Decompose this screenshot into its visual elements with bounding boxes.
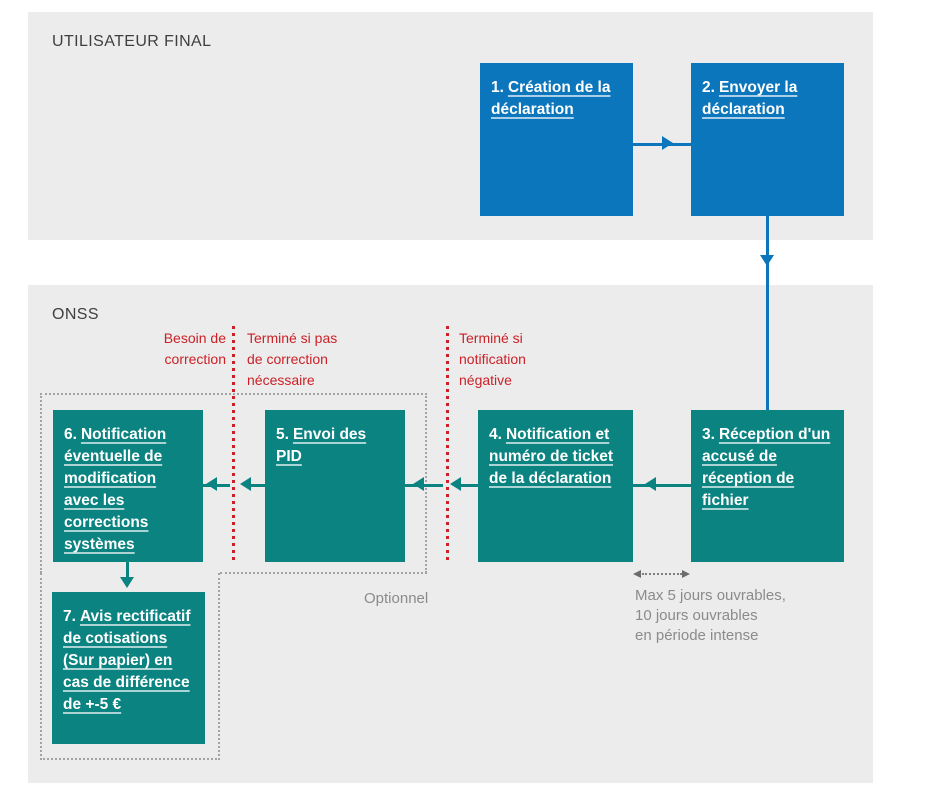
step-link-creation-declaration[interactable]: Création de la déclaration — [491, 79, 611, 118]
arrowhead-right-icon — [662, 136, 673, 150]
step-number: 4. — [489, 426, 502, 443]
step-number: 7. — [63, 608, 76, 625]
step-link-notification-ticket[interactable]: Notification et numéro de ticket de la d… — [489, 426, 614, 487]
step-box-5: 5.Envoi des PID — [265, 410, 405, 562]
step-box-4: 4.Notification et numéro de ticket de la… — [478, 410, 633, 562]
step-link-envoyer-declaration[interactable]: Envoyer la déclaration — [702, 79, 798, 118]
step-box-7: 7.Avis rectificatif de cotisations (Sur … — [52, 592, 205, 744]
step-link-notification-modification[interactable]: Notification éventuelle de modification … — [64, 426, 167, 553]
arrowhead-left-icon — [206, 477, 217, 491]
optional-zone-outline-bottom — [40, 573, 220, 760]
arrowhead-right-icon — [682, 570, 690, 578]
arrowhead-down-icon — [760, 255, 774, 266]
step-number: 1. — [491, 79, 504, 96]
arrow-line-5-to-6-right — [249, 484, 265, 487]
arrowhead-down-icon — [120, 577, 134, 588]
arrowhead-left-icon — [645, 477, 656, 491]
arrowhead-left-icon — [413, 477, 424, 491]
arrow-line-4-to-5-left — [405, 484, 443, 487]
note-besoin-de-correction: Besoin de correction — [163, 330, 226, 367]
note-termine-si-notification: Terminé si notification négative — [459, 330, 526, 388]
note-max-delai: Max 5 jours ouvrables, 10 jours ouvrable… — [635, 587, 786, 644]
red-dotted-separator-correction — [232, 326, 235, 562]
red-dotted-separator-notification — [446, 326, 449, 562]
step-link-avis-rectificatif[interactable]: Avis rectificatif de cotisations (Sur pa… — [63, 608, 191, 713]
step-number: 6. — [64, 426, 77, 443]
step-box-6: 6.Notification éventuelle de modificatio… — [53, 410, 203, 562]
step-number: 3. — [702, 426, 715, 443]
section-title-onss: ONSS — [52, 306, 99, 323]
optional-zone-outline-edge — [220, 572, 427, 574]
section-title-utilisateur-final: UTILISATEUR FINAL — [52, 33, 212, 50]
arrow-line-4-to-5-right — [459, 484, 478, 487]
step-box-2: 2.Envoyer la déclaration — [691, 63, 844, 216]
note-optionnel: Optionnel — [364, 590, 429, 607]
step-link-reception-accuse[interactable]: Réception d'un accusé de réception de fi… — [702, 426, 831, 509]
delay-dotted-line — [642, 573, 682, 575]
arrowhead-left-icon — [240, 477, 251, 491]
arrowhead-left-icon — [633, 570, 641, 578]
step-box-1: 1.Création de la déclaration — [480, 63, 633, 216]
arrowhead-left-icon — [450, 477, 461, 491]
step-box-3: 3.Réception d'un accusé de réception de … — [691, 410, 844, 562]
step-link-envoi-pid[interactable]: Envoi des PID — [276, 426, 367, 465]
step-number: 5. — [276, 426, 289, 443]
step-number: 2. — [702, 79, 715, 96]
note-termine-si-pas-correction: Terminé si pas de correction nécessaire — [247, 330, 338, 388]
arrow-line-3-to-4 — [633, 484, 691, 487]
arrow-line-6-to-7 — [126, 562, 129, 578]
arrow-line-2-to-3 — [766, 216, 769, 410]
